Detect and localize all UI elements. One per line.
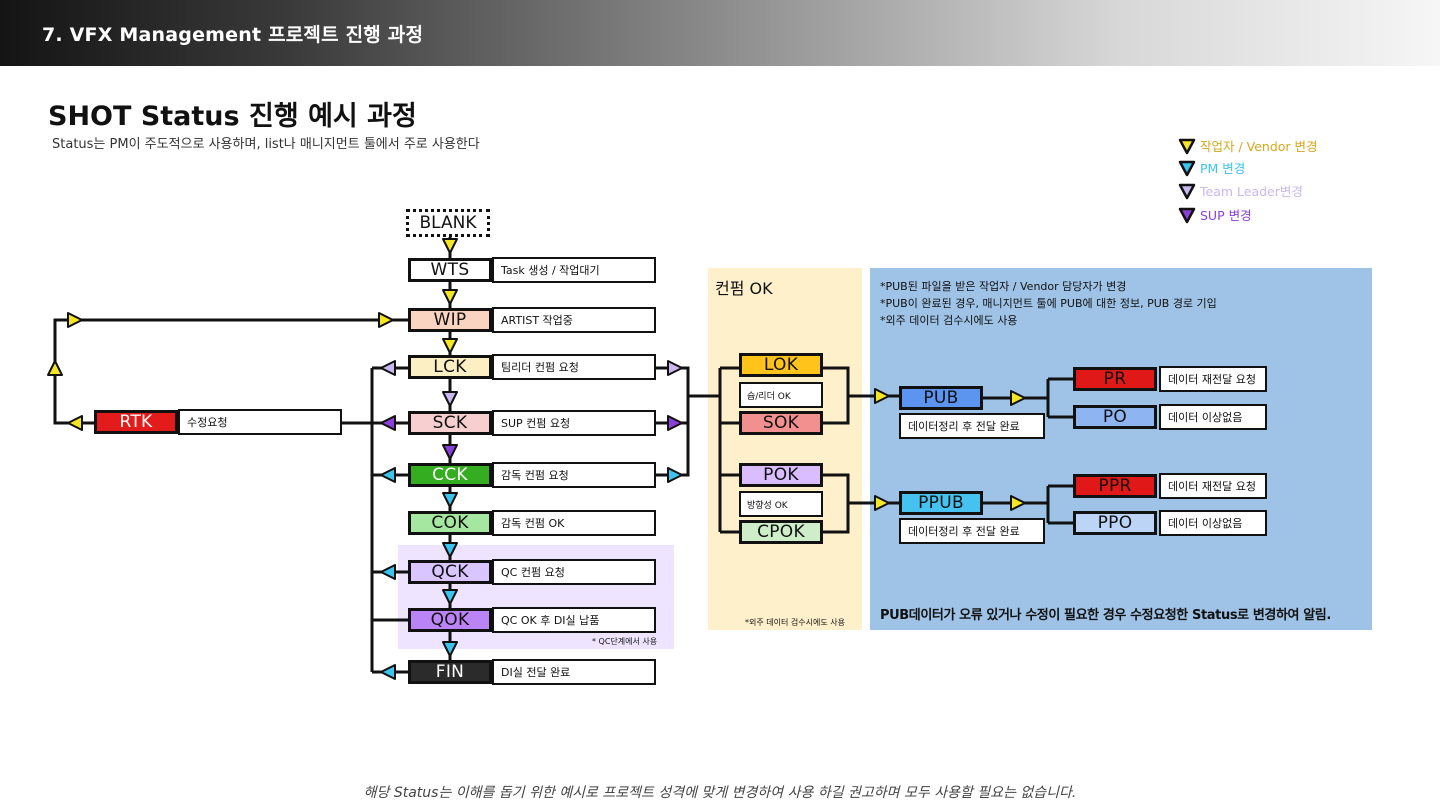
- arrow-up-icon: [47, 360, 63, 376]
- status-pok-sub: 방향성 OK: [739, 491, 823, 517]
- status-ppub: PPUB: [899, 491, 983, 515]
- arrow-right-icon: [67, 312, 83, 328]
- status-cck: CCK: [408, 463, 492, 487]
- triangle-down-icon: [1178, 207, 1196, 223]
- legend-item: PM 변경: [1178, 158, 1245, 177]
- status-cck-desc: 감독 컨펌 요청: [492, 462, 656, 488]
- arrow-right-icon: [1010, 390, 1026, 406]
- status-pub: PUB: [899, 386, 983, 410]
- status-pr-desc: 데이터 재전달 요청: [1159, 366, 1267, 392]
- arrow-down-icon: [442, 444, 458, 460]
- status-qok: QOK: [408, 608, 492, 632]
- status-qck: QCK: [408, 560, 492, 584]
- legend-label: 작업자 / Vendor 변경: [1200, 139, 1318, 154]
- arrow-down-icon: [442, 641, 458, 657]
- pub-note-1: *PUB된 파일을 받은 작업자 / Vendor 담당자가 변경: [880, 280, 1127, 293]
- legend-item: 작업자 / Vendor 변경: [1178, 136, 1318, 155]
- confirm-ok-panel: [708, 268, 862, 630]
- connector-line: [823, 473, 850, 534]
- arrow-left-icon: [380, 664, 396, 680]
- header-title: 7. VFX Management 프로젝트 진행 과정: [42, 24, 424, 46]
- status-ppub-desc: 데이터정리 후 전달 완료: [899, 518, 1045, 544]
- confirm-ok-title: 컨펌 OK: [715, 279, 773, 298]
- pub-note-2: *PUB이 완료된 경우, 매니지먼트 툴에 PUB에 대한 정보, PUB 경…: [880, 297, 1217, 310]
- status-cok-desc: 감독 컨펌 OK: [492, 510, 656, 536]
- arrow-left-icon: [67, 415, 83, 431]
- status-pok: POK: [739, 463, 823, 487]
- arrow-right-icon: [874, 495, 890, 511]
- status-wip: WIP: [408, 308, 492, 332]
- page-subtitle: Status는 PM이 주도적으로 사용하며, list나 매니지먼트 툴에서 …: [52, 137, 480, 152]
- status-cpok: CPOK: [739, 520, 823, 544]
- status-qck-desc: QC 컨펌 요청: [492, 559, 656, 585]
- legend-label: PM 변경: [1200, 161, 1246, 176]
- status-ppo: PPO: [1073, 511, 1157, 535]
- page-title: SHOT Status 진행 예시 과정: [48, 101, 417, 132]
- status-blank: BLANK: [406, 209, 490, 237]
- arrow-left-icon: [380, 415, 396, 431]
- status-wip-desc: ARTIST 작업중: [492, 307, 656, 333]
- status-sok: SOK: [739, 411, 823, 435]
- status-qok-desc: QC OK 후 DI실 납품: [492, 607, 656, 633]
- arrow-down-icon: [442, 238, 458, 254]
- connector-line: [823, 366, 850, 425]
- status-ppo-desc: 데이터 이상없음: [1159, 510, 1267, 536]
- arrow-right-icon: [667, 415, 683, 431]
- triangle-down-icon: [1178, 160, 1196, 176]
- arrow-down-icon: [442, 492, 458, 508]
- header-bar: 7. VFX Management 프로젝트 진행 과정: [0, 0, 1440, 66]
- status-lok: LOK: [739, 353, 823, 377]
- pub-bottom-note: PUB데이터가 오류 있거나 수정이 필요한 경우 수정요청한 Status로 …: [880, 608, 1331, 623]
- legend-label: Team Leader변경: [1200, 184, 1303, 199]
- pub-note-3: *외주 데이터 검수시에도 사용: [880, 314, 1018, 327]
- arrow-right-icon: [378, 312, 394, 328]
- legend-item: Team Leader변경: [1178, 181, 1303, 200]
- status-po: PO: [1073, 405, 1157, 429]
- status-wts-desc: Task 생성 / 작업대기: [492, 257, 656, 283]
- arrow-right-icon: [874, 388, 890, 404]
- arrow-right-icon: [667, 467, 683, 483]
- footer-note: 해당 Status는 이해를 돕기 위한 예시로 프로젝트 성격에 맞게 변경하…: [363, 785, 1077, 801]
- status-rtk-desc: 수정요청: [178, 409, 342, 435]
- confirm-ok-note: *외주 데이터 검수시에도 사용: [745, 618, 845, 627]
- status-pr: PR: [1073, 367, 1157, 391]
- status-cok: COK: [408, 511, 492, 535]
- pub-panel: [870, 268, 1372, 630]
- status-sck-desc: SUP 컨펌 요청: [492, 410, 656, 436]
- status-pub-desc: 데이터정리 후 전달 완료: [899, 413, 1045, 439]
- arrow-left-icon: [380, 564, 396, 580]
- status-rtk: RTK: [94, 410, 178, 434]
- arrow-down-icon: [442, 338, 458, 354]
- status-sck: SCK: [408, 411, 492, 435]
- arrow-right-icon: [667, 360, 683, 376]
- arrow-down-icon: [442, 289, 458, 305]
- status-wts: WTS: [408, 258, 492, 282]
- arrow-left-icon: [380, 360, 396, 376]
- status-lck: LCK: [408, 355, 492, 379]
- legend-item: SUP 변경: [1178, 205, 1252, 224]
- connector-line: [53, 318, 408, 425]
- status-ppr-desc: 데이터 재전달 요청: [1159, 473, 1267, 499]
- legend-label: SUP 변경: [1200, 208, 1252, 223]
- arrow-left-icon: [380, 467, 396, 483]
- triangle-down-icon: [1178, 183, 1196, 199]
- status-ppr: PPR: [1073, 474, 1157, 498]
- status-fin: FIN: [408, 660, 492, 684]
- status-fin-desc: DI실 전달 완료: [492, 659, 656, 685]
- arrow-down-icon: [442, 589, 458, 605]
- status-lck-desc: 팀리더 컨펌 요청: [492, 354, 656, 380]
- arrow-right-icon: [1010, 495, 1026, 511]
- arrow-down-icon: [442, 542, 458, 558]
- qc-note: * QC단계에서 사용: [592, 637, 658, 646]
- status-po-desc: 데이터 이상없음: [1159, 404, 1267, 430]
- triangle-down-icon: [1178, 138, 1196, 154]
- status-lok-sub: 슙/리더 OK: [739, 382, 823, 408]
- arrow-down-icon: [442, 391, 458, 407]
